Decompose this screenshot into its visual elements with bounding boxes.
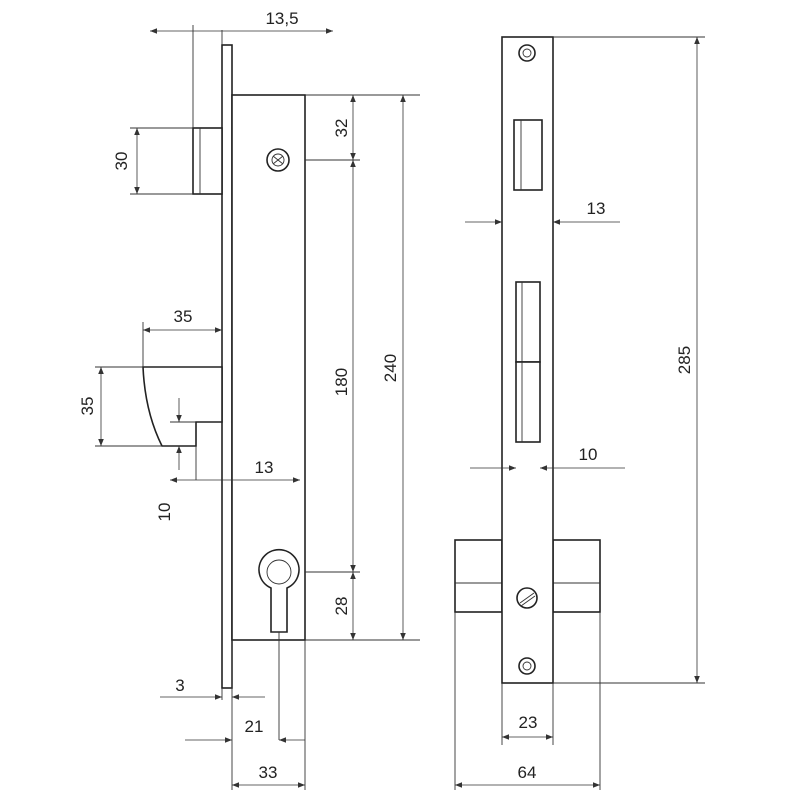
front-bottom-screw-icon — [518, 657, 536, 675]
dim-latch-height: 30 — [112, 152, 131, 171]
side-case-body — [231, 94, 306, 641]
dim-deadbolt-tip: 10 — [155, 503, 174, 522]
front-view: 285 13 10 23 64 — [454, 36, 705, 790]
dim-case-height: 240 — [381, 354, 400, 382]
dim-deadbolt-width: 35 — [174, 307, 193, 326]
dim-front-latch-width: 13 — [587, 199, 606, 218]
dim-screw-to-cylinder: 180 — [332, 368, 351, 396]
side-cylinder-hole-icon — [258, 548, 300, 633]
dim-deadbolt-total-width: 64 — [518, 763, 537, 782]
dim-cylinder-offset: 28 — [332, 597, 351, 616]
front-latch-bolt — [513, 119, 543, 191]
dim-backset: 21 — [245, 717, 264, 736]
front-deadbolt-right — [552, 539, 601, 613]
dim-top-screw-offset: 32 — [332, 119, 351, 138]
side-deadbolt — [142, 366, 223, 447]
dim-faceplate-length: 285 — [675, 346, 694, 374]
side-top-screw-icon — [266, 148, 290, 172]
front-bolt-upper — [515, 281, 541, 363]
dim-plate-edge: 3 — [175, 676, 184, 695]
dim-deadbolt-offset: 13 — [255, 458, 274, 477]
side-latch-bolt — [192, 127, 223, 195]
dim-front-bolt-width: 10 — [579, 445, 598, 464]
dim-faceplate-thickness: 13,5 — [265, 9, 298, 28]
front-deadbolt-left — [454, 539, 503, 613]
dim-deadbolt-height: 35 — [78, 397, 97, 416]
side-view: 13,5 32 180 28 240 30 35 35 10 13 3 — [78, 9, 420, 790]
front-top-screw-icon — [518, 44, 536, 62]
dim-faceplate-width: 23 — [519, 713, 538, 732]
side-faceplate — [221, 44, 233, 689]
front-bolt-lower — [515, 361, 541, 443]
dim-case-depth: 33 — [259, 763, 278, 782]
front-center-screw-icon — [516, 587, 538, 609]
